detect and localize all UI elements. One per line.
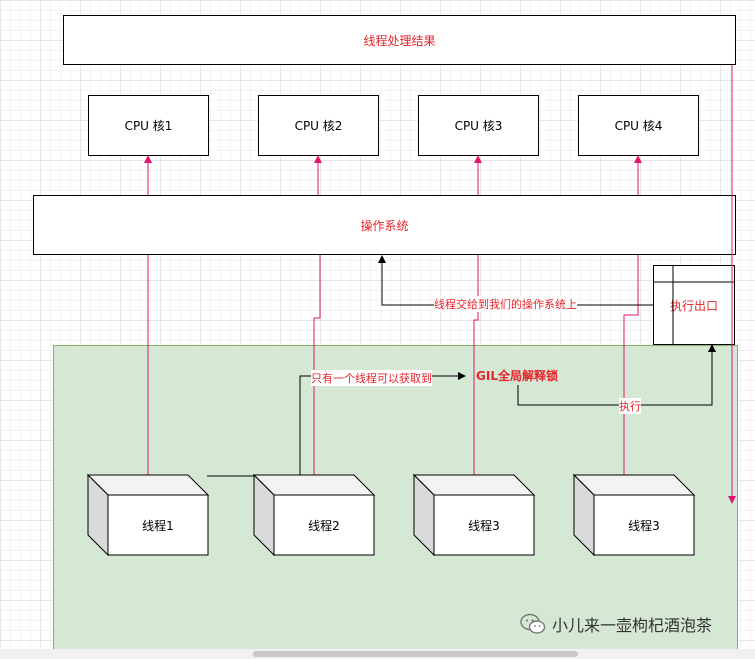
edge-label-handover-text: 线程交给到我们的操作系统上 [434, 298, 577, 311]
edge-label-execute-text: 执行 [619, 400, 641, 413]
cpu-core-1-label: CPU 核1 [124, 119, 173, 133]
thread-result-box: 线程处理结果 [63, 15, 736, 65]
thread-3b-label: 线程3 [628, 518, 660, 533]
thread-1-label-wrap: 线程1 [108, 495, 208, 555]
thread-1-cube [86, 473, 210, 557]
gil-label-text: GIL全局解释锁 [476, 369, 558, 383]
thread-2-label-wrap: 线程2 [274, 495, 374, 555]
edge-label-only-one-thread-text: 只有一个线程可以获取到 [311, 372, 432, 385]
arrow-gil-to-exec [517, 344, 716, 406]
thread-3a-label: 线程3 [468, 518, 500, 533]
cpu-core-2-label: CPU 核2 [294, 119, 343, 133]
thread-3a-label-wrap: 线程3 [434, 495, 534, 555]
cpu-core-4-label: CPU 核4 [614, 119, 663, 133]
thread-3a-cube [412, 473, 536, 557]
edge-label-execute: 执行 [619, 398, 641, 414]
cpu-core-2-box: CPU 核2 [258, 95, 379, 156]
operating-system-box: 操作系统 [33, 195, 736, 255]
edge-label-only-one-thread: 只有一个线程可以获取到 [311, 370, 432, 386]
watermark: 小儿来一壶枸杞酒泡茶 [520, 612, 712, 636]
edge-label-handover: 线程交给到我们的操作系统上 [434, 296, 577, 312]
thread-3b-label-wrap: 线程3 [594, 495, 694, 555]
thread-2-label: 线程2 [308, 518, 340, 533]
line-thread2-to-os [313, 255, 321, 475]
line-thread3b-to-os [623, 255, 639, 475]
line-thread3a-to-os [473, 255, 479, 475]
exec-exit-label: 执行出口 [669, 298, 718, 313]
cpu-core-3-label: CPU 核3 [454, 119, 503, 133]
wechat-icon [520, 613, 546, 634]
gil-label: GIL全局解释锁 [476, 367, 558, 384]
exec-exit-box: 执行出口 [653, 265, 735, 345]
arrow-thread2-to-gil [299, 372, 466, 475]
thread-2-cube [252, 473, 376, 557]
thread-3b-cube [572, 473, 696, 557]
watermark-text: 小儿来一壶枸杞酒泡茶 [552, 616, 713, 635]
thread-1-label: 线程1 [142, 518, 174, 533]
cpu-core-4-box: CPU 核4 [578, 95, 699, 156]
operating-system-label: 操作系统 [360, 218, 409, 233]
horizontal-scrollbar-thumb[interactable] [253, 651, 578, 657]
thread-result-label: 线程处理结果 [363, 33, 436, 48]
